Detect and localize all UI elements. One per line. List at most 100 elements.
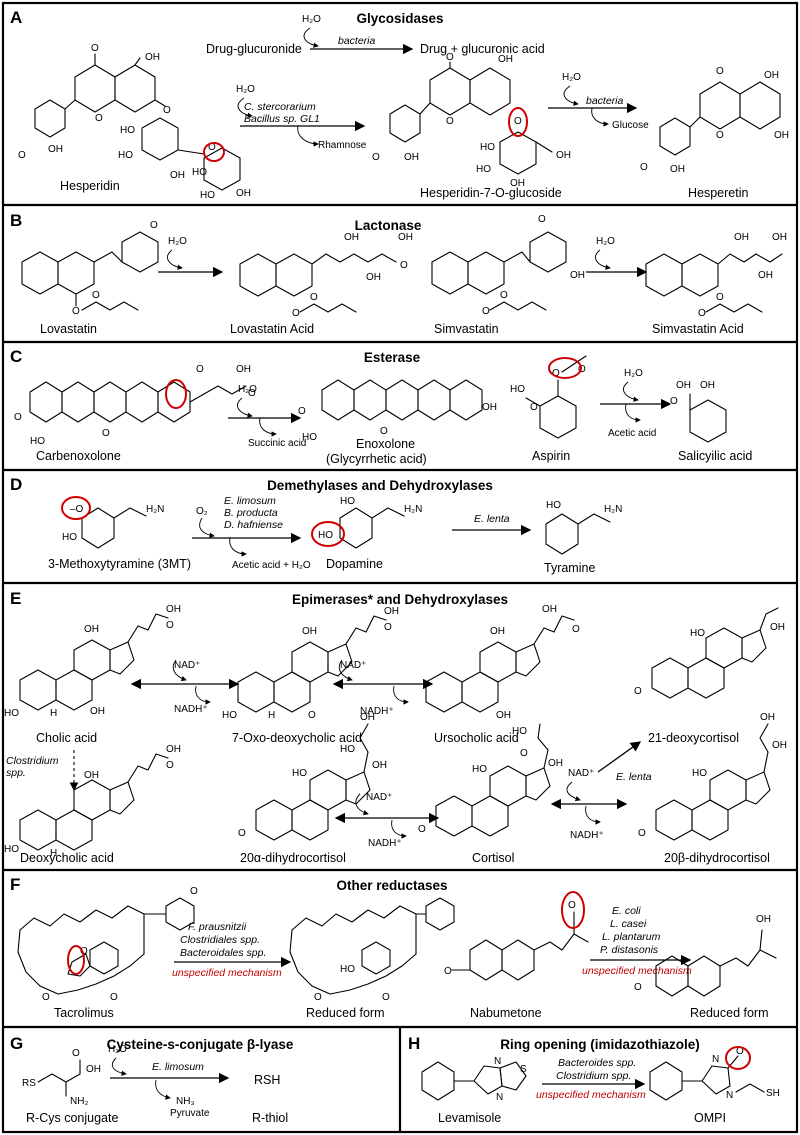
svg-text:O: O <box>150 220 158 231</box>
svg-text:OH: OH <box>774 130 789 141</box>
svg-text:OH: OH <box>236 364 251 375</box>
svg-text:OH: OH <box>48 144 63 155</box>
g-water-label: H₂O <box>108 1044 127 1055</box>
panel-g-letter: G <box>10 1034 23 1053</box>
svg-text:O: O <box>310 292 318 303</box>
svg-text:H₂N: H₂N <box>404 504 422 515</box>
glucose-label: Glucose <box>612 120 649 131</box>
f-unspecified1: unspecified mechanism <box>172 967 282 979</box>
svg-text:HO: HO <box>4 844 19 855</box>
simvastatin-label: Simvastatin <box>434 322 499 336</box>
svg-text:O: O <box>72 1048 80 1059</box>
svg-text:O: O <box>482 306 490 317</box>
panel-a-letter: A <box>10 8 22 27</box>
svg-text:O: O <box>716 292 724 303</box>
lovastatin-acid-structure: OH OH OH O O O <box>239 232 413 319</box>
nadh3-label: NADH⁺ <box>368 838 402 849</box>
svg-text:OH: OH <box>166 744 181 755</box>
3mt-structure: –O HO H₂N <box>62 504 164 549</box>
svg-text:OH: OH <box>166 604 181 615</box>
top-enzyme-label: bacteria <box>338 35 376 47</box>
nad1-label: NAD⁺ <box>174 660 200 671</box>
svg-text:NH₂: NH₂ <box>70 1096 88 1107</box>
svg-text:H: H <box>50 708 57 719</box>
svg-text:O: O <box>102 428 110 439</box>
f-enzyme1-line2: Clostridiales spp. <box>180 934 260 946</box>
lactonase-water1: H₂O <box>168 236 187 247</box>
cortisol-structure: HO O OH HO O <box>418 723 563 837</box>
lovastatin-label: Lovastatin <box>40 322 97 336</box>
svg-text:OH: OH <box>756 914 771 925</box>
svg-text:OH: OH <box>366 272 381 283</box>
clostridium-line1: Clostridium <box>6 755 59 767</box>
svg-text:HO: HO <box>690 628 705 639</box>
svg-text:RS: RS <box>22 1078 36 1089</box>
svg-text:OH: OH <box>372 760 387 771</box>
svg-text:OH: OH <box>676 380 691 391</box>
svg-text:OH: OH <box>758 270 773 281</box>
svg-text:O: O <box>634 686 642 697</box>
glucoside-bond-circle <box>508 107 528 137</box>
svg-text:OH: OH <box>548 758 563 769</box>
dopamine-label: Dopamine <box>326 557 383 571</box>
svg-text:O: O <box>95 113 103 124</box>
svg-text:O: O <box>736 1046 744 1057</box>
svg-text:O: O <box>418 824 426 835</box>
svg-text:N: N <box>494 1056 501 1067</box>
svg-text:O: O <box>298 406 306 417</box>
salicylic-acid-structure: OH OH O <box>670 380 727 443</box>
ompi-label: OMPI <box>694 1111 726 1125</box>
panel-g: G Cysteine-s-conjugate β-lyase RS O OH N… <box>10 1034 294 1125</box>
svg-text:O: O <box>444 966 452 977</box>
svg-text:H: H <box>50 848 57 859</box>
svg-text:O: O <box>446 52 454 63</box>
svg-text:HO: HO <box>200 190 215 201</box>
enzyme2-label: bacteria <box>586 95 624 107</box>
f-enzyme2-line4: P. distasonis <box>600 944 659 956</box>
enoxolone-label-line2: (Glycyrrhetic acid) <box>326 452 427 466</box>
svg-text:OH: OH <box>510 178 525 189</box>
svg-text:O: O <box>568 900 576 911</box>
esterase-water1: H₂O <box>238 384 257 395</box>
reduced-tacrolimus-label: Reduced form <box>306 1006 385 1020</box>
svg-text:HO: HO <box>302 432 317 443</box>
svg-text:OH: OH <box>84 624 99 635</box>
svg-text:HO: HO <box>692 768 707 779</box>
svg-text:OH: OH <box>700 380 715 391</box>
svg-text:O: O <box>292 308 300 319</box>
hesperidin-glycosidic-bond-circle <box>203 142 225 162</box>
svg-text:OH: OH <box>145 52 160 63</box>
aspirin-label: Aspirin <box>532 449 570 463</box>
nabumetone-ketone-circle <box>561 891 585 929</box>
dopamine-structure: HO HO H₂N <box>318 496 422 549</box>
svg-text:O: O <box>380 426 388 437</box>
panel-b-letter: B <box>10 211 22 230</box>
carbenoxolone-ester-circle <box>165 379 187 409</box>
nabumetone-structure: O O <box>444 900 589 981</box>
rhamnose-label: Rhamnose <box>318 140 367 151</box>
svg-text:O: O <box>238 828 246 839</box>
hesperidin-glucoside-label: Hesperidin-7-O-glucoside <box>420 186 562 200</box>
svg-text:O: O <box>698 308 706 319</box>
lovastatin-structure: O O O <box>21 220 159 317</box>
water2-label: H₂O <box>236 84 255 95</box>
svg-text:HO: HO <box>222 710 237 721</box>
elenta-label: E. lenta <box>616 771 652 783</box>
dopamine-hydroxyl-circle <box>311 521 345 547</box>
svg-text:HO: HO <box>4 708 19 719</box>
svg-text:OH: OH <box>170 170 185 181</box>
lovastatin-acid-label: Lovastatin Acid <box>230 322 314 336</box>
svg-text:O: O <box>80 946 88 957</box>
ursocholic-label: Ursocholic acid <box>434 731 519 745</box>
svg-text:O: O <box>382 992 390 1003</box>
svg-text:HO: HO <box>546 500 561 511</box>
svg-text:HO: HO <box>292 768 307 779</box>
svg-text:O: O <box>248 388 256 399</box>
nadh4-label: NADH⁺ <box>570 830 604 841</box>
svg-text:OH: OH <box>772 232 787 243</box>
svg-text:O: O <box>578 364 586 375</box>
enzyme1-line2: Bacillus sp. GL1 <box>244 113 320 125</box>
nad4-label: NAD⁺ <box>568 768 594 779</box>
svg-text:O: O <box>640 162 648 173</box>
r-thiol-label: R-thiol <box>252 1111 288 1125</box>
